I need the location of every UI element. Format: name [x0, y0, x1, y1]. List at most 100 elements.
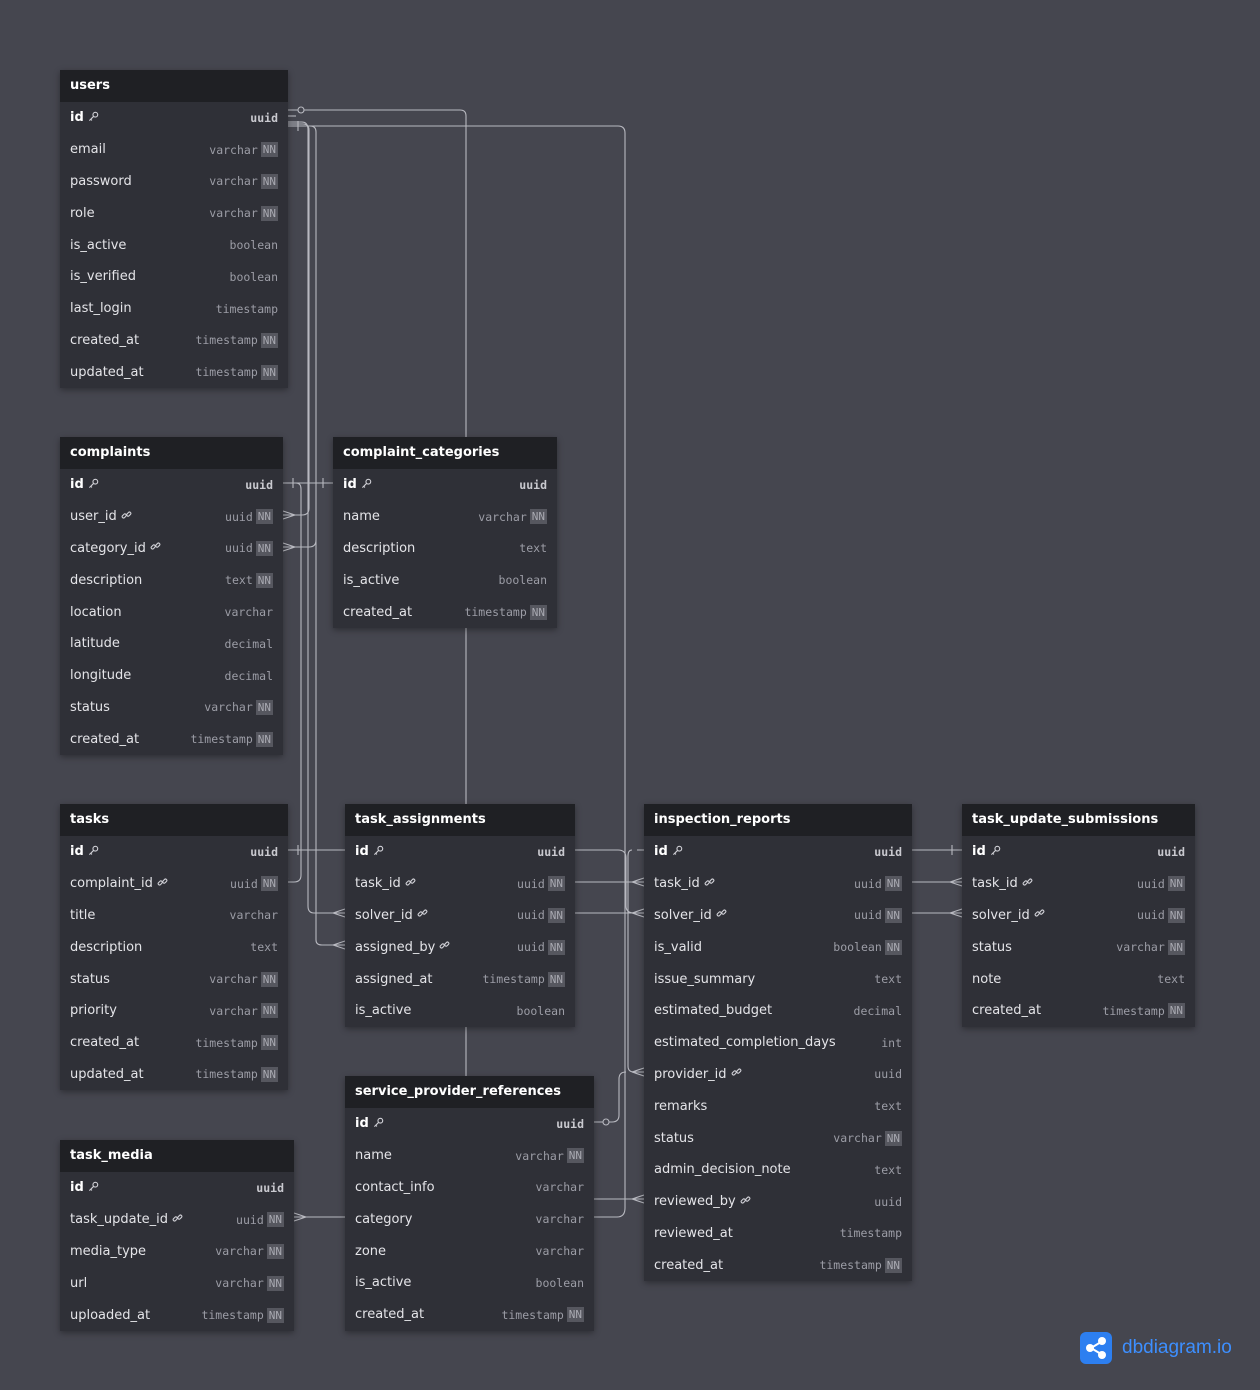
- field-name-text: complaint_id: [70, 876, 153, 892]
- table-header[interactable]: task_assignments: [345, 804, 575, 836]
- field-name-text: description: [70, 939, 143, 955]
- field-name-text: is_active: [70, 237, 127, 253]
- brand-logo[interactable]: dbdiagram.io: [1080, 1331, 1232, 1365]
- table-header[interactable]: task_media: [60, 1140, 294, 1172]
- table-header[interactable]: service_provider_references: [345, 1076, 594, 1108]
- table-header[interactable]: tasks: [60, 804, 288, 836]
- field-name: is_valid: [654, 940, 702, 955]
- table-header[interactable]: task_update_submissions: [962, 804, 1195, 836]
- table-header[interactable]: complaints: [60, 437, 283, 469]
- table-header[interactable]: users: [60, 70, 288, 102]
- many-marker: [282, 510, 296, 520]
- table-header[interactable]: complaint_categories: [333, 437, 557, 469]
- field-name: id: [654, 844, 683, 859]
- field-type-text: uuid: [1157, 844, 1185, 859]
- field-name-text: updated_at: [70, 364, 144, 380]
- table-header[interactable]: inspection_reports: [644, 804, 912, 836]
- field-name-text: password: [70, 173, 132, 189]
- field-type-text: timestamp: [195, 1035, 258, 1050]
- field-name: location: [70, 605, 122, 620]
